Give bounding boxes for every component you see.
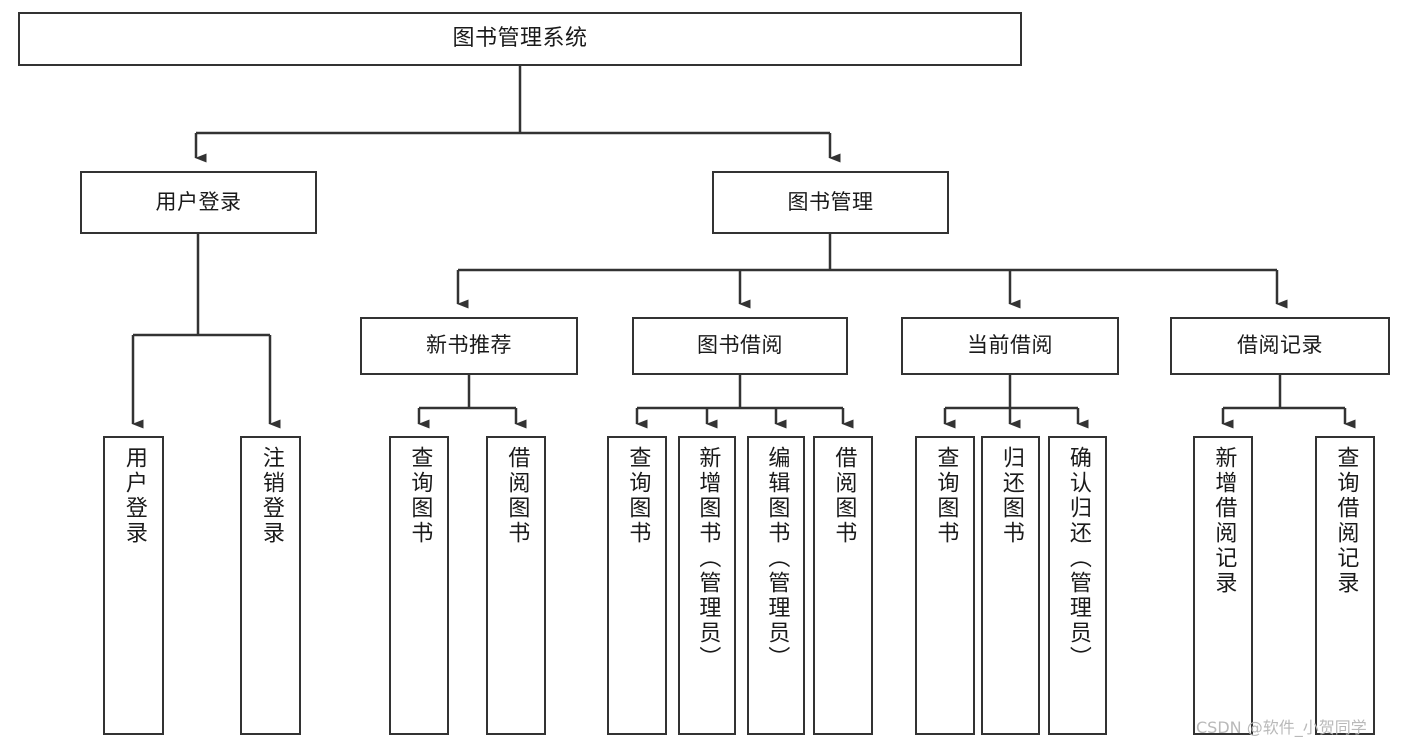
node-root-book-management-system[interactable]: 图书管理系统 bbox=[18, 12, 1022, 66]
leaf-user-login-logout[interactable]: 注销登录 bbox=[240, 436, 301, 735]
leaf-current-borrow-return-books[interactable]: 归还图书 bbox=[981, 436, 1040, 735]
node-label: 注销登录 bbox=[258, 446, 284, 546]
leaf-borrow-record-query-record[interactable]: 查询借阅记录 bbox=[1315, 436, 1375, 735]
node-book-management[interactable]: 图书管理 bbox=[712, 171, 949, 234]
node-label: 用户登录 bbox=[155, 189, 242, 214]
node-label: 查询图书 bbox=[407, 446, 433, 546]
node-borrow-record[interactable]: 借阅记录 bbox=[1170, 317, 1390, 375]
node-label: 借阅记录 bbox=[1237, 333, 1323, 358]
node-label: 确认归还（管理员） bbox=[1065, 446, 1091, 671]
node-label: 新增借阅记录 bbox=[1211, 446, 1237, 596]
node-label: 图书管理系统 bbox=[452, 26, 588, 52]
node-label: 借阅图书 bbox=[504, 446, 530, 546]
node-label: 查询借阅记录 bbox=[1333, 446, 1359, 596]
leaf-book-borrow-edit-book-admin[interactable]: 编辑图书（管理员） bbox=[747, 436, 805, 735]
leaf-current-borrow-query-books[interactable]: 查询图书 bbox=[915, 436, 975, 735]
node-label: 图书借阅 bbox=[697, 333, 783, 358]
node-new-book-recommend[interactable]: 新书推荐 bbox=[360, 317, 578, 375]
leaf-new-book-query-books[interactable]: 查询图书 bbox=[389, 436, 449, 735]
node-book-borrow[interactable]: 图书借阅 bbox=[632, 317, 848, 375]
node-label: 图书管理 bbox=[787, 189, 874, 214]
node-label: 新增图书（管理员） bbox=[695, 446, 721, 671]
node-user-login[interactable]: 用户登录 bbox=[80, 171, 317, 234]
leaf-borrow-record-add-record[interactable]: 新增借阅记录 bbox=[1193, 436, 1253, 735]
node-label: 借阅图书 bbox=[831, 446, 857, 546]
node-label: 查询图书 bbox=[933, 446, 959, 546]
node-current-borrow[interactable]: 当前借阅 bbox=[901, 317, 1119, 375]
node-label: 新书推荐 bbox=[426, 333, 512, 358]
node-label: 当前借阅 bbox=[967, 333, 1053, 358]
leaf-book-borrow-query-books[interactable]: 查询图书 bbox=[607, 436, 667, 735]
node-label: 归还图书 bbox=[998, 446, 1024, 546]
csdn-watermark: CSDN @软件_小贺同学 bbox=[1196, 718, 1367, 737]
leaf-user-login-login[interactable]: 用户登录 bbox=[103, 436, 164, 735]
leaf-current-borrow-confirm-return-admin[interactable]: 确认归还（管理员） bbox=[1048, 436, 1107, 735]
leaf-book-borrow-add-book-admin[interactable]: 新增图书（管理员） bbox=[678, 436, 736, 735]
node-label: 查询图书 bbox=[625, 446, 651, 546]
node-label: 编辑图书（管理员） bbox=[764, 446, 790, 671]
leaf-new-book-borrow-books[interactable]: 借阅图书 bbox=[486, 436, 546, 735]
leaf-book-borrow-borrow-books[interactable]: 借阅图书 bbox=[813, 436, 873, 735]
node-label: 用户登录 bbox=[121, 446, 147, 546]
